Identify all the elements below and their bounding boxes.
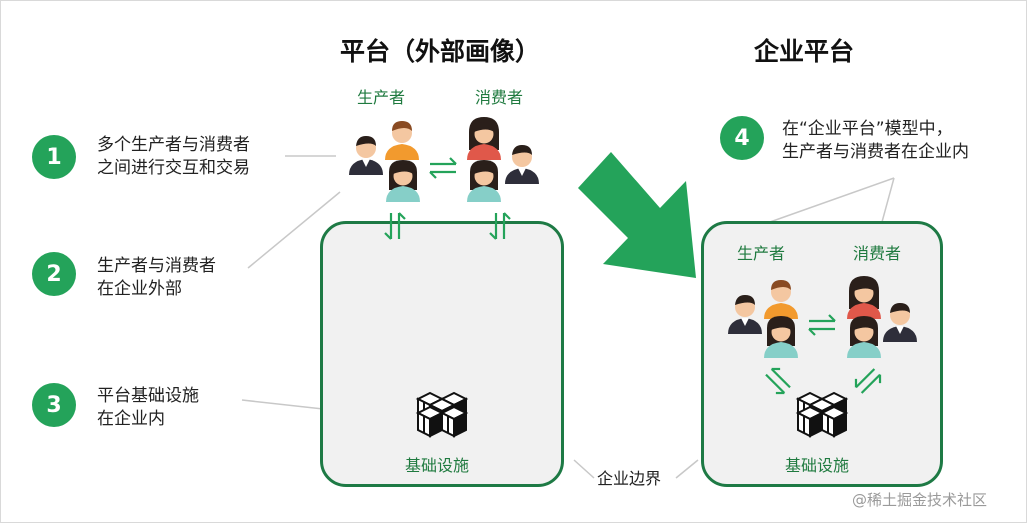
infrastructure-icon [798, 393, 846, 436]
boundary-line-right [675, 459, 699, 479]
producer-person-icon [764, 280, 798, 319]
step-4-text: 在“企业平台”模型中， 生产者与消费者在企业内 [782, 118, 969, 164]
step-1-badge: 1 [32, 135, 76, 179]
big-arrow [578, 152, 696, 278]
producer-label: 生产者 [357, 88, 406, 107]
enterprise-producer-label: 生产者 [737, 244, 786, 263]
step-3-line-1: 平台基础设施 [97, 386, 199, 406]
platform-infrastructure-label: 基础设施 [405, 456, 470, 475]
step-1-line-1: 多个生产者与消费者 [97, 135, 250, 155]
step-2-badge: 2 [32, 252, 76, 296]
connector-line-4b [881, 177, 895, 223]
enterprise-consumer-label: 消费者 [853, 244, 902, 263]
enterprise-boundary-label: 企业边界 [597, 469, 662, 488]
enterprise-infrastructure-label: 基础设施 [785, 456, 850, 475]
producer-person-icon [764, 316, 798, 358]
producer-person-icon [728, 295, 762, 334]
step-3-line-2: 在企业内 [97, 409, 165, 429]
consumer-person-icon [847, 276, 881, 319]
step-4-line-2: 生产者与消费者在企业内 [782, 142, 969, 162]
consumer-person-icon [467, 160, 501, 202]
watermark: @稀土掘金技术社区 [852, 491, 988, 509]
exchange-arrows-icon [760, 363, 796, 399]
step-4-badge: 4 [720, 116, 764, 160]
step-2-line-1: 生产者与消费者 [97, 256, 216, 276]
exchange-arrows-icon [850, 363, 886, 399]
producer-person-icon [385, 121, 419, 160]
producer-person-icon [386, 160, 420, 202]
step-2-text: 生产者与消费者 在企业外部 [97, 255, 216, 301]
exchange-arrows-icon [383, 211, 407, 241]
consumer-person-icon [505, 145, 539, 184]
step-1-line-2: 之间进行交互和交易 [97, 158, 250, 178]
platform-box [320, 221, 564, 487]
boundary-line-left [573, 459, 595, 479]
connector-line-2 [247, 191, 341, 269]
step-3-badge: 3 [32, 383, 76, 427]
platform-title: 平台（外部画像） [340, 37, 541, 66]
enterprise-title: 企业平台 [754, 37, 855, 66]
producer-person-icon [349, 136, 383, 175]
consumer-person-icon [467, 117, 501, 160]
step-4-line-1: 在“企业平台”模型中， [782, 119, 953, 139]
step-1-text: 多个生产者与消费者 之间进行交互和交易 [97, 134, 250, 180]
connector-line-4a [769, 177, 895, 223]
exchange-arrows-icon [428, 156, 458, 180]
step-3-text: 平台基础设施 在企业内 [97, 385, 199, 431]
consumer-label: 消费者 [475, 88, 524, 107]
exchange-arrows-icon [807, 313, 837, 337]
consumer-person-icon [883, 303, 917, 342]
consumer-person-icon [847, 316, 881, 358]
exchange-arrows-icon [488, 211, 512, 241]
enterprise-box [701, 221, 943, 487]
step-2-line-2: 在企业外部 [97, 279, 182, 299]
infrastructure-icon [418, 393, 466, 436]
